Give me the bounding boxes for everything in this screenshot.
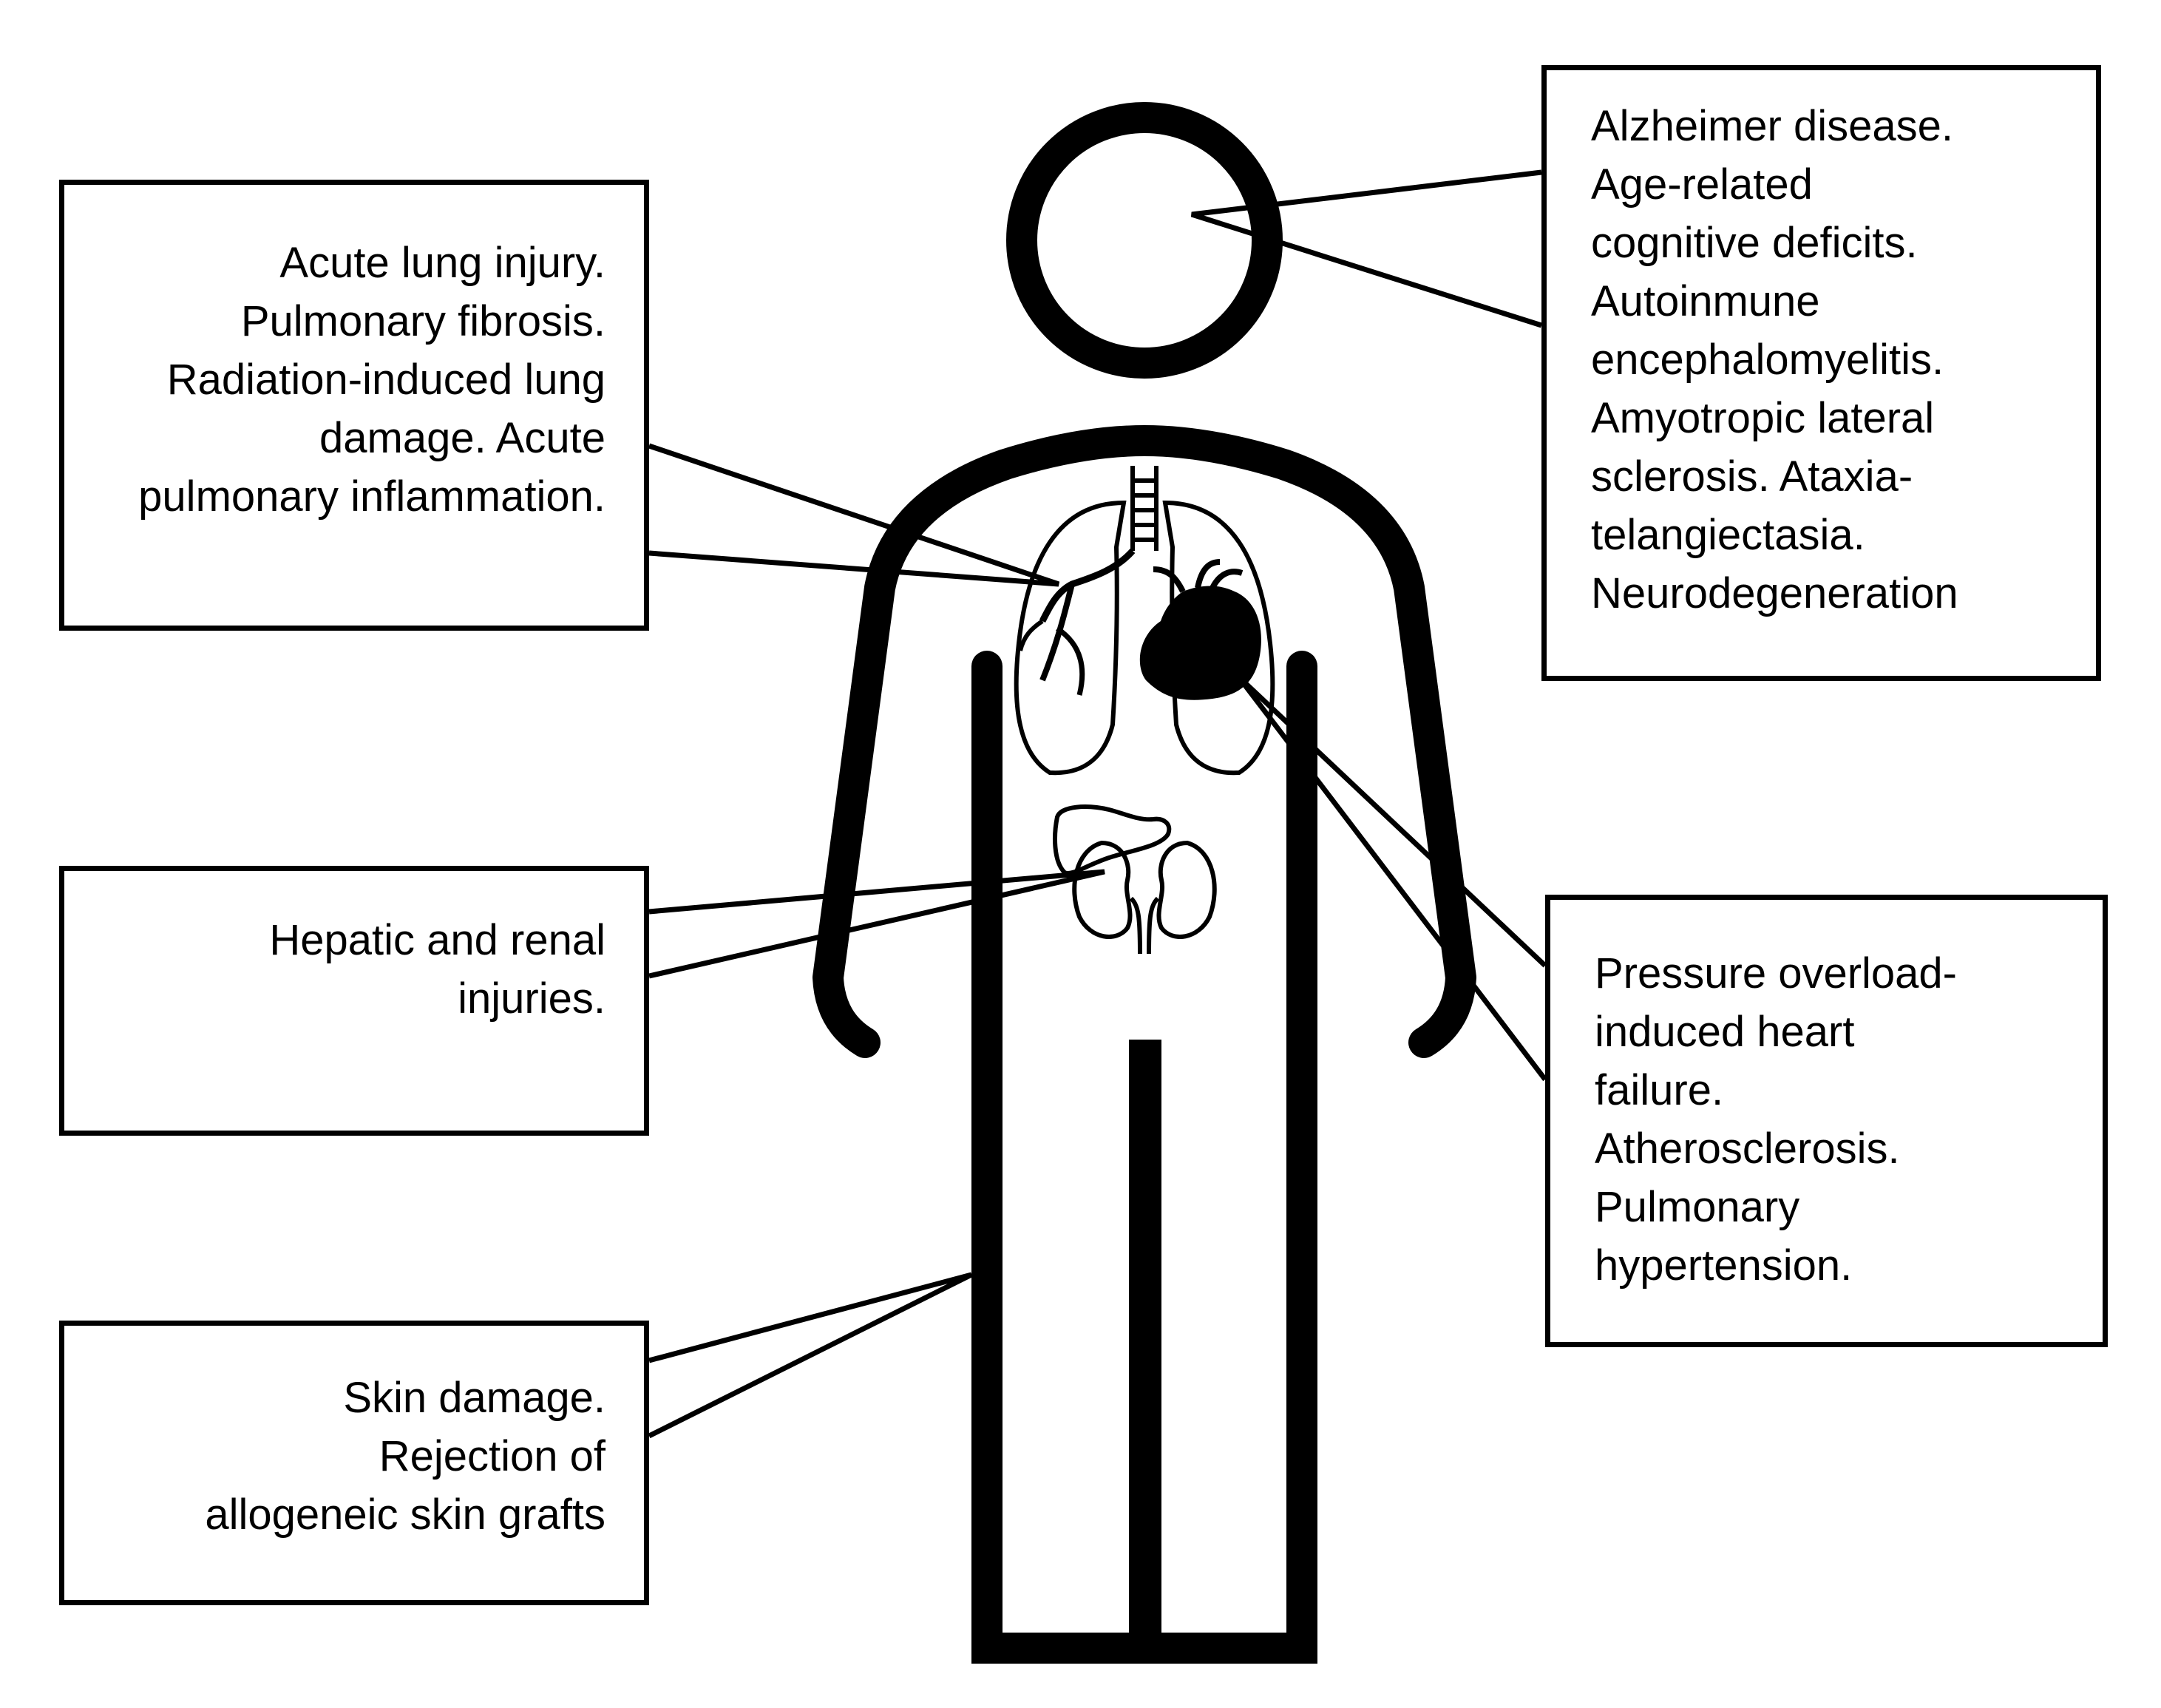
- callout-liver-kidney-line: Hepatic and renal: [269, 916, 605, 964]
- heart-pointer: [1236, 674, 1547, 1082]
- liver-pointer: [648, 869, 1105, 979]
- callout-lung-line: Pulmonary fibrosis.: [240, 297, 605, 345]
- callout-brain-line: Age-related: [1591, 160, 1813, 209]
- callout-lung-line: Acute lung injury.: [279, 239, 605, 287]
- callout-brain-line: sclerosis. Ataxia-: [1591, 453, 1913, 501]
- heart-icon: [1139, 559, 1261, 700]
- callout-lung: Acute lung injury. Pulmonary fibrosis. R…: [59, 180, 649, 631]
- center-leg-bar: [1129, 1040, 1161, 1649]
- callout-liver-kidney-line: injuries.: [458, 975, 605, 1023]
- callout-brain-line: telangiectasia.: [1591, 511, 1865, 559]
- callout-brain-line: Alzheimer disease.: [1591, 102, 1953, 150]
- liver-icon: [1053, 804, 1172, 875]
- skin-pointer: [648, 1272, 973, 1439]
- human-figure: [813, 102, 1476, 1058]
- callout-lung-line: pulmonary inflammation.: [138, 472, 605, 521]
- torso-outline: [813, 425, 1476, 1058]
- callout-liver-kidney: Hepatic and renal injuries.: [59, 866, 649, 1136]
- callout-skin-line: allogeneic skin grafts: [205, 1491, 605, 1539]
- callout-brain-line: encephalomyelitis.: [1591, 336, 1944, 384]
- callout-lung-line: Radiation-induced lung: [166, 356, 605, 404]
- legs: [971, 651, 1317, 1664]
- callout-pointers: [648, 169, 1547, 1439]
- callout-brain-line: cognitive deficits.: [1591, 219, 1918, 267]
- callout-heart-line: Pressure overload-: [1595, 949, 1957, 997]
- head-icon: [1006, 102, 1283, 379]
- lung-pointer: [648, 443, 1060, 587]
- callout-heart: Pressure overload- induced heart failure…: [1545, 895, 2108, 1347]
- callout-skin-line: Rejection of: [379, 1432, 605, 1480]
- callout-heart-line: Pulmonary: [1595, 1183, 1800, 1231]
- callout-skin: Skin damage. Rejection of allogeneic ski…: [59, 1321, 649, 1605]
- brain-pointer: [1190, 169, 1543, 328]
- callout-heart-line: Atherosclerosis.: [1595, 1125, 1900, 1173]
- callout-brain-line: Amyotropic lateral: [1591, 394, 1935, 442]
- callout-heart-line: hypertension.: [1595, 1241, 1853, 1290]
- left-leg-bar: [971, 651, 1003, 1649]
- kidneys-icon: [1072, 840, 1217, 955]
- feet-bar: [971, 1633, 1317, 1664]
- callout-heart-line: failure.: [1595, 1066, 1724, 1114]
- right-leg-bar: [1286, 651, 1317, 1649]
- callout-heart-line: induced heart: [1595, 1008, 1855, 1056]
- callout-brain: Alzheimer disease. Age-related cognitive…: [1541, 65, 2101, 681]
- callout-brain-line: Neurodegeneration: [1591, 569, 1958, 617]
- callout-brain-line: Autoinmune: [1591, 277, 1820, 325]
- callout-skin-line: Skin damage.: [343, 1374, 605, 1422]
- callout-lung-line: damage. Acute: [319, 414, 605, 462]
